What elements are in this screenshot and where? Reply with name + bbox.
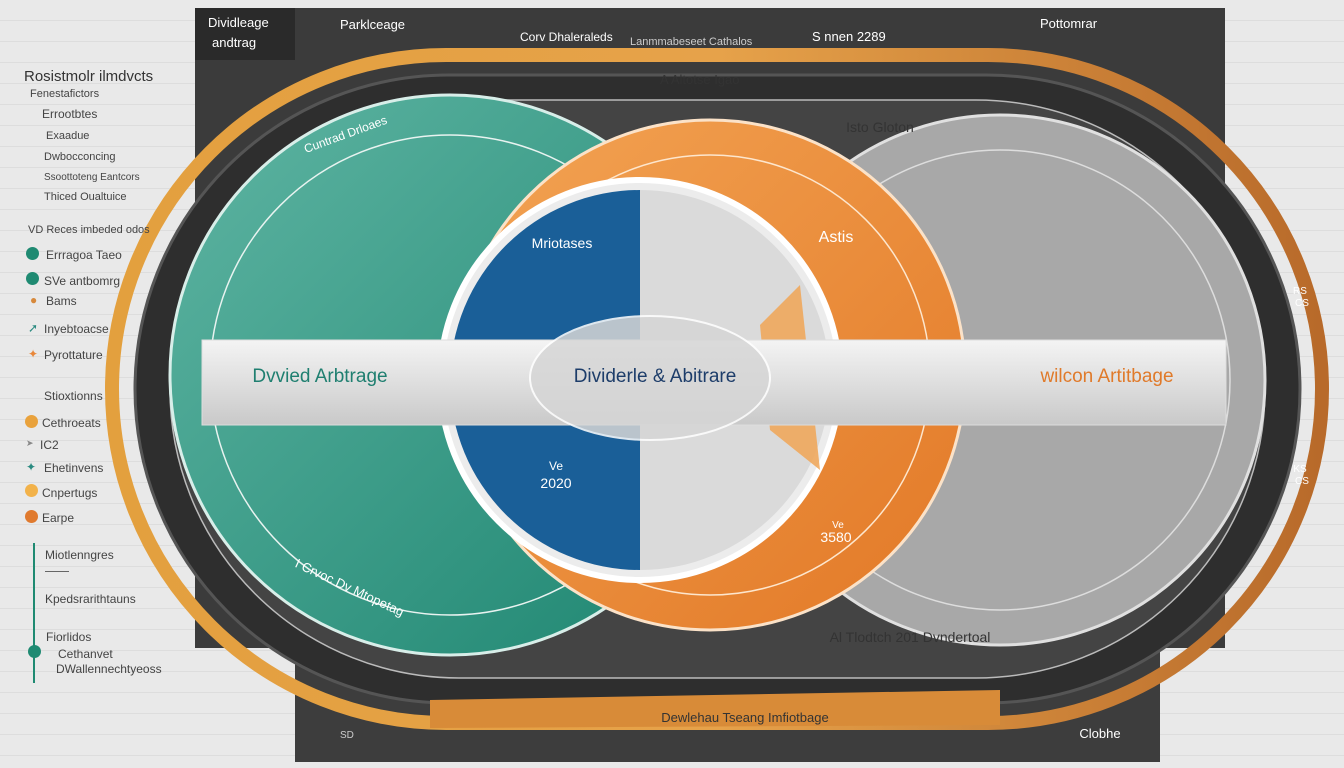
right-label-2a: KS (1293, 464, 1307, 475)
legend-label: SVe antbomrg (44, 274, 121, 288)
timeline-item: Cethanvet (58, 647, 113, 661)
legend-dot-icon (26, 247, 39, 260)
footer-right: Clobhe (1079, 726, 1120, 741)
header-tab-5: Pottomrar (1040, 16, 1098, 31)
legend-label: Pyrottature (44, 348, 103, 362)
timeline-line (33, 543, 35, 683)
leaf-icon: ● (30, 293, 38, 307)
center-lens (529, 315, 771, 441)
timeline-item: DWallennechtyeoss (56, 662, 162, 676)
footer-label: Dewlehau Tseang Imfiotbage (661, 710, 828, 725)
gray-bottom-label: Al Tlodtch 201 Dvndertoal (830, 629, 991, 645)
header-tab-3: Lanmmabeseet Cathalos (630, 36, 753, 48)
header-box-label-1: Dividleage (208, 15, 269, 30)
star-icon: ✦ (26, 460, 37, 474)
center-band-label: Dividerle & Abitrare (574, 366, 737, 387)
sidebar-item: Ssoottoteng Eantcors (44, 172, 140, 183)
arrow-icon: ➚ (28, 321, 39, 335)
orange-value-1: Ve (832, 520, 844, 531)
right-label-1b: CS (1295, 298, 1309, 309)
sidebar-item: Errootbtes (42, 107, 98, 121)
sidebar-item: Dwbocconcing (44, 151, 116, 163)
sidebar-item: VD Reces imbeded odos (28, 224, 150, 236)
legend-label: Bams (46, 294, 77, 308)
legend-label: Ehetinvens (44, 461, 104, 475)
blue-value-1: Ve (549, 459, 563, 473)
sidebar-legend: Rosistmolr ilmdvcts Fenestafictors Erroo… (0, 0, 200, 768)
legend-dot-icon (25, 510, 38, 523)
legend-label: IC2 (40, 438, 59, 452)
arrow-icon: ➤ (26, 438, 34, 448)
legend-dot-icon (25, 415, 38, 428)
timeline-dot-icon (28, 645, 41, 658)
divider (45, 571, 69, 572)
legend-label: Errragoa Taeo (46, 248, 122, 262)
legend-label: Earpe (42, 511, 75, 525)
star-icon: ✦ (28, 347, 39, 361)
orange-top-label: A Altotse Igao (660, 72, 740, 87)
left-band-label: Dvvied Arbtrage (252, 366, 387, 387)
header-tab-1: Parklceage (340, 17, 405, 32)
legend-label: Inyebtoacse (44, 322, 109, 336)
section-heading: Stioxtionns (44, 389, 103, 403)
gray-label: Isto Gloton (846, 119, 914, 135)
header-box-label-2: andtrag (212, 35, 256, 50)
header-tab-2: Corv Dhaleraleds (520, 30, 613, 44)
header-box (195, 8, 295, 60)
sidebar-item: Exaadue (46, 130, 90, 142)
legend-dot-icon (25, 484, 38, 497)
right-label-1a: RS (1293, 286, 1307, 297)
legend-label: Cethroeats (42, 416, 101, 430)
legend-dot-icon (26, 272, 39, 285)
sidebar-title: Rosistmolr ilmdvcts (24, 68, 154, 85)
legend-label: Cnpertugs (42, 486, 98, 500)
footer-band (430, 690, 1000, 728)
sidebar-item: Fenestafictors (30, 88, 100, 100)
timeline-item: Fiorlidos (46, 630, 92, 644)
sidebar-item: Thiced Oualtuice (44, 191, 127, 203)
right-label-2b: CS (1295, 476, 1309, 487)
orange-value-2: 3580 (820, 529, 851, 545)
timeline-item: Kpedsrarithtauns (45, 592, 136, 606)
right-band-label: wilcon Artitbage (1039, 366, 1173, 387)
header-tab-4: S nnen 2289 (812, 29, 886, 44)
timeline-item: Miotlenngres (45, 548, 114, 562)
blue-value-2: 2020 (540, 475, 571, 491)
blue-label: Mriotases (532, 235, 593, 251)
orange-label: Astis (819, 229, 854, 246)
footer-left: SD (340, 730, 354, 741)
